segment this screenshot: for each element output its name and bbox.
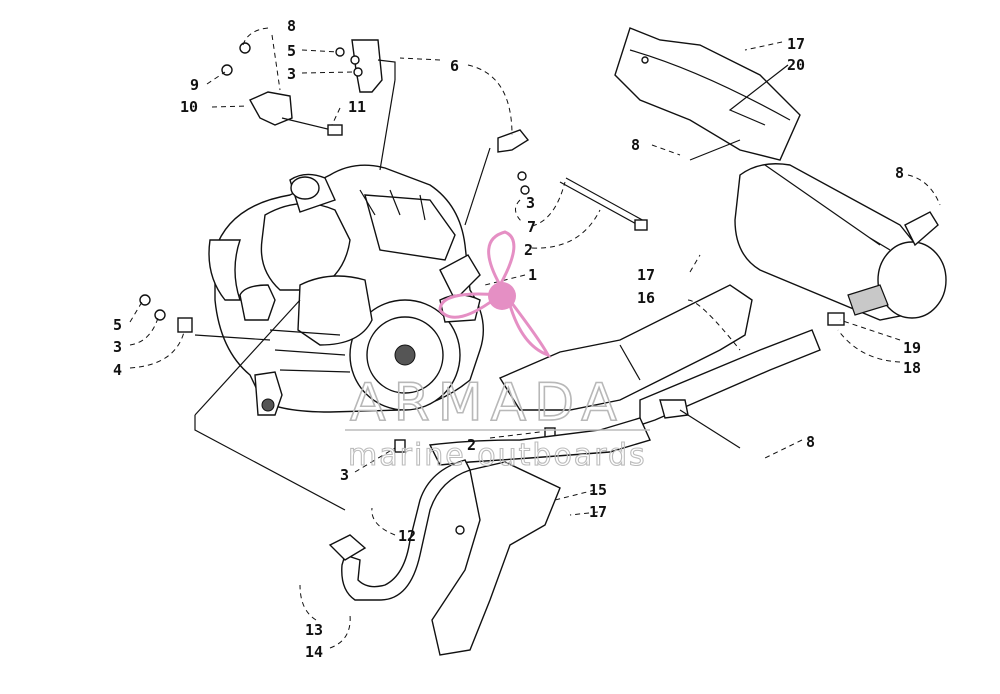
leader-lines <box>129 27 941 649</box>
armada-watermark: ARMADA marine outboards <box>345 230 650 474</box>
callout-9: 9 <box>190 76 199 94</box>
callout-7: 7 <box>527 218 536 236</box>
callout-3-low: 3 <box>340 466 349 484</box>
watermark-tagline: marine outboards <box>348 438 647 473</box>
propeller-logo <box>438 230 552 358</box>
callout-10: 10 <box>180 98 198 116</box>
callout-12: 12 <box>398 527 416 545</box>
callout-15: 15 <box>589 481 607 499</box>
callout-3-top: 3 <box>287 65 296 83</box>
callout-20: 20 <box>787 56 805 74</box>
callout-3-left: 3 <box>113 338 122 356</box>
callout-5-top: 5 <box>287 42 296 60</box>
callout-17-mid: 17 <box>637 266 655 284</box>
callout-3-mid: 3 <box>526 194 535 212</box>
exhaust-mid-pipe <box>428 329 821 466</box>
upper-heat-shield <box>614 27 801 161</box>
callout-11: 11 <box>348 98 366 116</box>
callout-1: 1 <box>528 266 537 284</box>
callout-17-low: 17 <box>589 503 607 521</box>
upper-mount-bracket <box>351 39 396 93</box>
callout-2-low: 2 <box>467 436 476 454</box>
left-mount-bracket <box>249 91 343 136</box>
callout-8-muffler: 8 <box>895 164 904 182</box>
engine-assembly <box>208 164 485 416</box>
exhaust-head-pipe <box>328 459 561 656</box>
callout-14: 14 <box>305 643 323 661</box>
callout-8-shield: 8 <box>631 136 640 154</box>
callout-8-right-low: 8 <box>806 433 815 451</box>
muffler-assembly <box>734 163 947 326</box>
callout-17-top: 17 <box>787 35 805 53</box>
callout-13: 13 <box>305 621 323 639</box>
callout-6: 6 <box>450 57 459 75</box>
callout-16: 16 <box>637 289 655 307</box>
callout-18: 18 <box>903 359 921 377</box>
callout-4: 4 <box>113 361 122 379</box>
watermark-brand: ARMADA <box>350 373 625 433</box>
callout-numbers: 8 5 3 9 10 11 6 3 7 2 1 5 3 4 2 3 12 13 … <box>113 17 921 661</box>
callout-5-left: 5 <box>113 316 122 334</box>
hanger-bracket <box>497 129 648 231</box>
callout-8-top: 8 <box>287 17 296 35</box>
callout-2-mid: 2 <box>524 241 533 259</box>
callout-19: 19 <box>903 339 921 357</box>
